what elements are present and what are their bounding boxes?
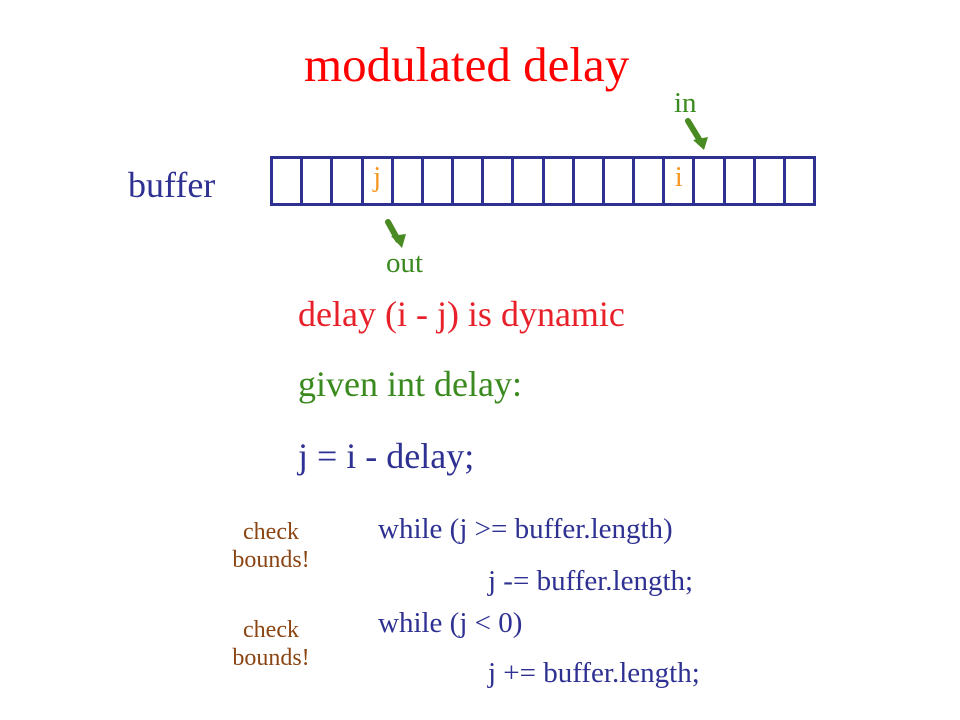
dynamic-delay-text: delay (i - j) is dynamic — [298, 294, 625, 334]
buffer-cell-i: i — [665, 159, 696, 203]
check-bounds-note-lower: check bounds! — [232, 617, 310, 671]
buffer-cell — [273, 159, 304, 203]
buffer-label: buffer — [128, 165, 216, 205]
page-title: modulated delay — [304, 37, 630, 92]
buffer-cell — [605, 159, 636, 203]
out-arrow-icon — [385, 219, 406, 248]
buffer-cell — [635, 159, 666, 203]
assign-j-text: j = i - delay; — [298, 436, 475, 476]
code-subtract: j -= buffer.length; — [488, 565, 694, 597]
buffer-cell — [695, 159, 726, 203]
buffer-cell — [333, 159, 364, 203]
buffer-cell — [726, 159, 756, 203]
code-add: j += buffer.length; — [488, 657, 700, 689]
buffer-cell — [545, 159, 575, 203]
code-while-upper: while (j >= buffer.length) — [378, 513, 673, 545]
buffer-cell — [303, 159, 334, 203]
code-while-lower: while (j < 0) — [378, 607, 523, 639]
buffer-cell — [394, 159, 424, 203]
out-label: out — [386, 247, 424, 279]
buffer-cell — [756, 159, 786, 203]
buffer-cell — [575, 159, 605, 203]
buffer-cell — [786, 159, 813, 203]
buffer-cell — [424, 159, 455, 203]
buffer-cell-j: j — [364, 159, 394, 203]
check-bounds-note-upper: check bounds! — [232, 519, 310, 573]
buffer-cell — [514, 159, 545, 203]
given-delay-text: given int delay: — [298, 364, 522, 404]
buffer-cell — [484, 159, 515, 203]
buffer-cell — [454, 159, 485, 203]
in-arrow-icon — [685, 118, 708, 150]
in-label: in — [674, 87, 697, 119]
